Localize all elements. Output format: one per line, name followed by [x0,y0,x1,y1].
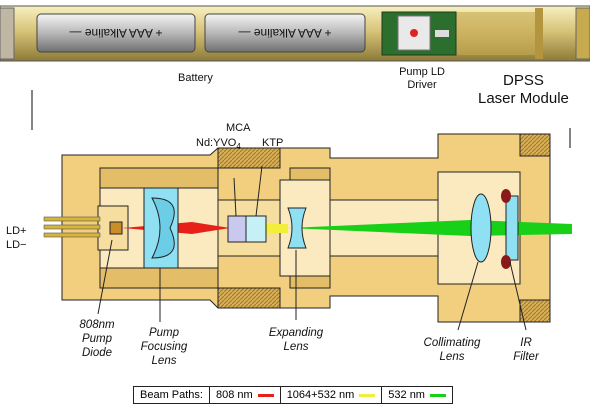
legend-item-532: 532 nm [382,387,452,403]
beam-legend: Beam Paths: 808 nm 1064+532 nm 532 nm [133,386,453,404]
crystal-label: Nd:YVO4 [196,137,241,151]
module-title: DPSS Laser Module [478,72,569,108]
battery-cell-2: + AAA Alkaline — [204,13,366,53]
legend-item-808: 808 nm [210,387,281,403]
legend-swatch-1064-532 [359,393,376,397]
expanding-lens [287,207,307,249]
battery-cell-1: + AAA Alkaline — [36,13,196,53]
leader-lines [97,165,527,331]
pump-focusing-lens [143,187,179,269]
pump-driver-label: Pump LD Driver [399,66,445,91]
ktp-label: KTP [262,137,283,149]
collimating-lens [470,193,492,263]
ktp-crystal [245,215,267,243]
battery-cell-1-text: + AAA Alkaline — [69,26,162,40]
module-title-line-2: Laser Module [478,90,569,107]
ld-plus-label: LD+ [6,225,27,237]
ld-minus-label: LD− [6,239,27,251]
driver-board [381,11,457,56]
ld-pins [43,216,101,238]
legend-item-1064-532: 1064+532 nm [281,387,383,403]
nd-yvo4-crystal [227,215,247,243]
battery-cell-2-text: + AAA Alkaline — [238,26,331,40]
ir-filter [501,189,519,269]
legend-title: Beam Paths: [134,387,210,403]
beam-532nm [288,220,572,236]
legend-swatch-532 [429,393,446,397]
module-title-line-1: DPSS [503,72,544,89]
legend-swatch-808 [257,393,274,397]
mca-label: MCA [226,122,251,134]
battery-label: Battery [178,72,213,84]
